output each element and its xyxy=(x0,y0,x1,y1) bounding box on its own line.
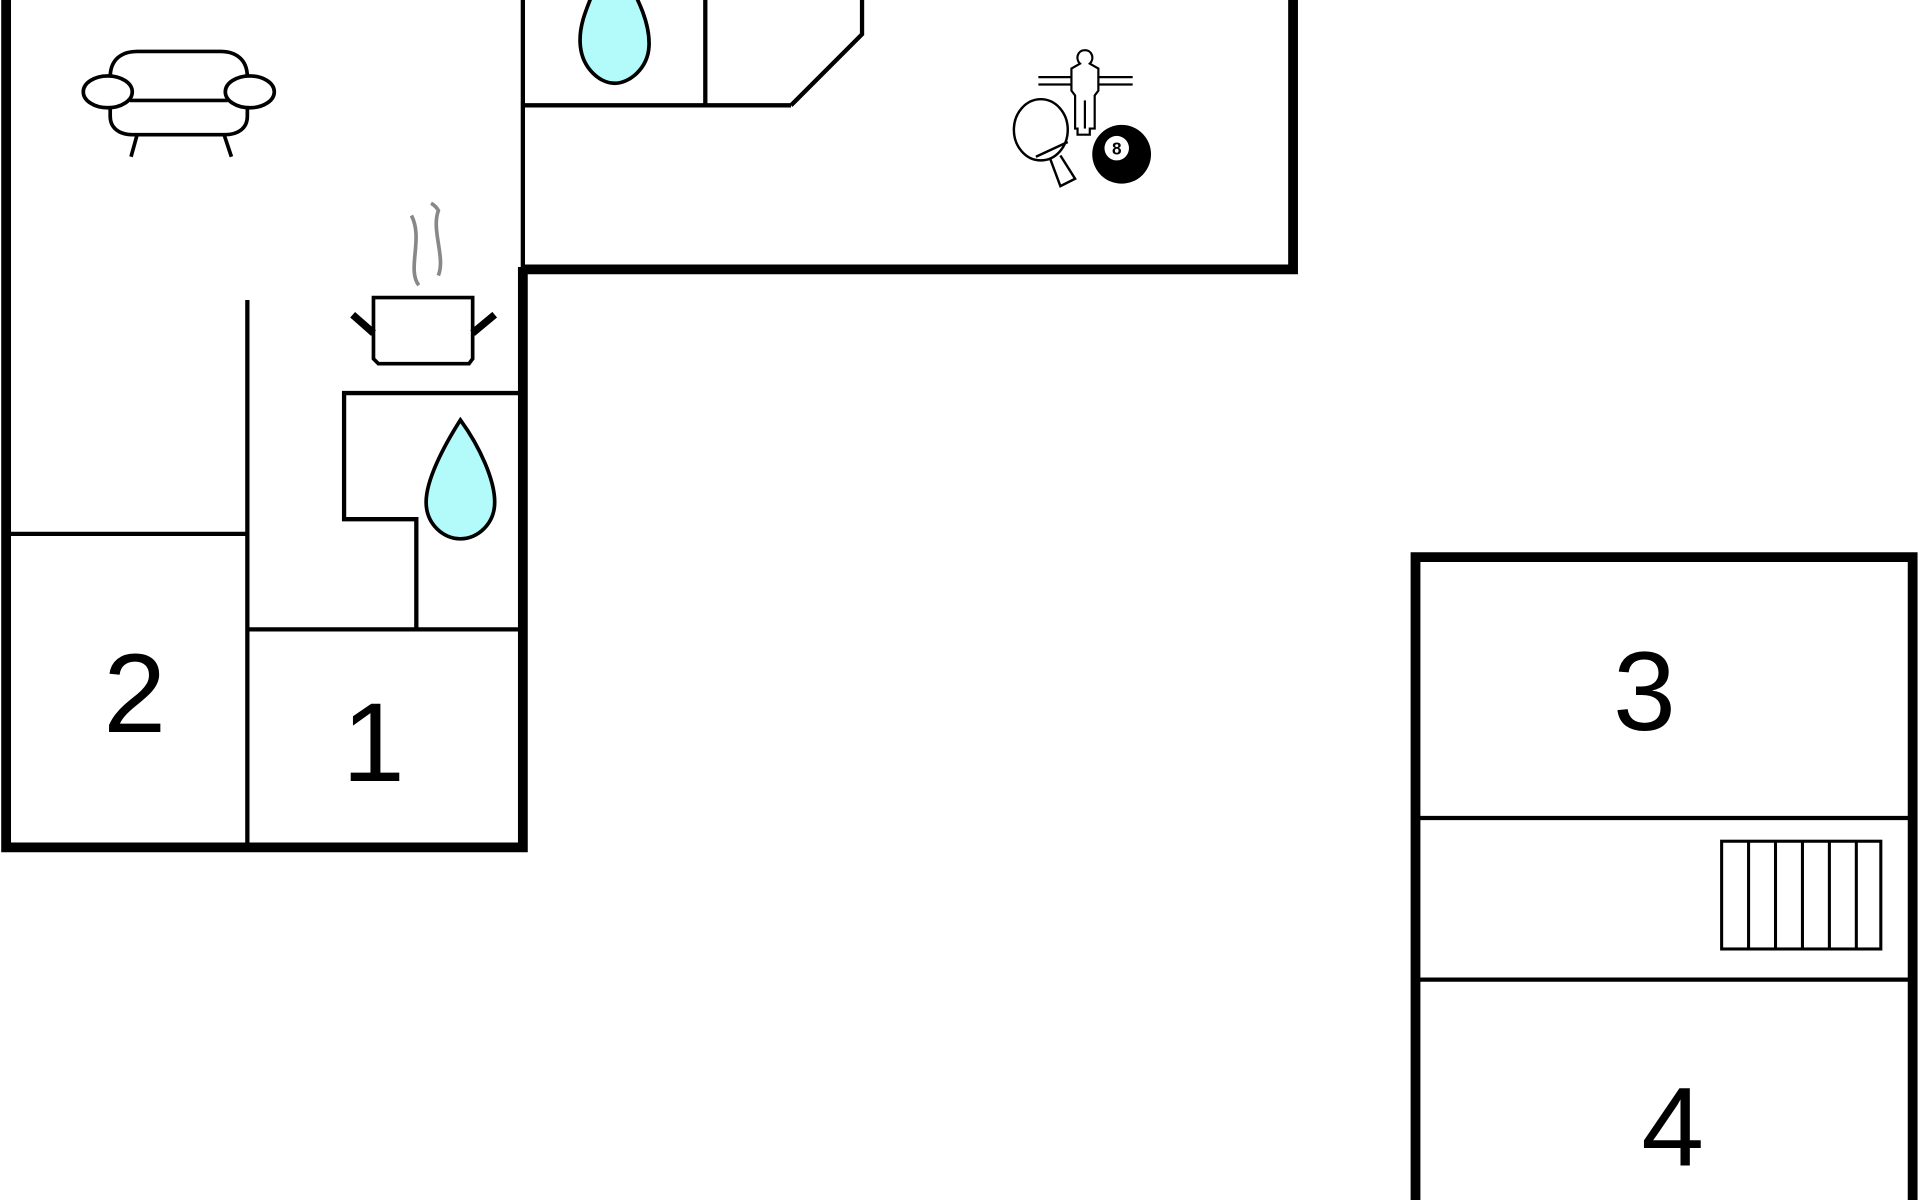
cooking-pot-icon xyxy=(350,201,498,366)
water-drop-icon xyxy=(424,416,497,541)
left-block-walls xyxy=(1,0,528,853)
billiard-ball-number: 8 xyxy=(1112,138,1122,158)
games-room-icon: 8 xyxy=(1012,49,1152,188)
billiard-ball-icon: 8 xyxy=(1092,124,1152,184)
right-block-walls xyxy=(1410,552,1918,1200)
water-drop-icon xyxy=(578,0,651,86)
room-number-1: 1 xyxy=(342,679,405,805)
foosball-player-icon xyxy=(1038,49,1133,136)
radiator-icon xyxy=(1720,839,1883,951)
room-number-2: 2 xyxy=(103,630,166,756)
ping-pong-paddle-icon xyxy=(1012,97,1077,188)
room-number-4: 4 xyxy=(1641,1064,1704,1190)
top-block-walls xyxy=(520,0,1298,275)
room-number-3: 3 xyxy=(1613,628,1676,754)
sofa-icon xyxy=(81,49,277,158)
